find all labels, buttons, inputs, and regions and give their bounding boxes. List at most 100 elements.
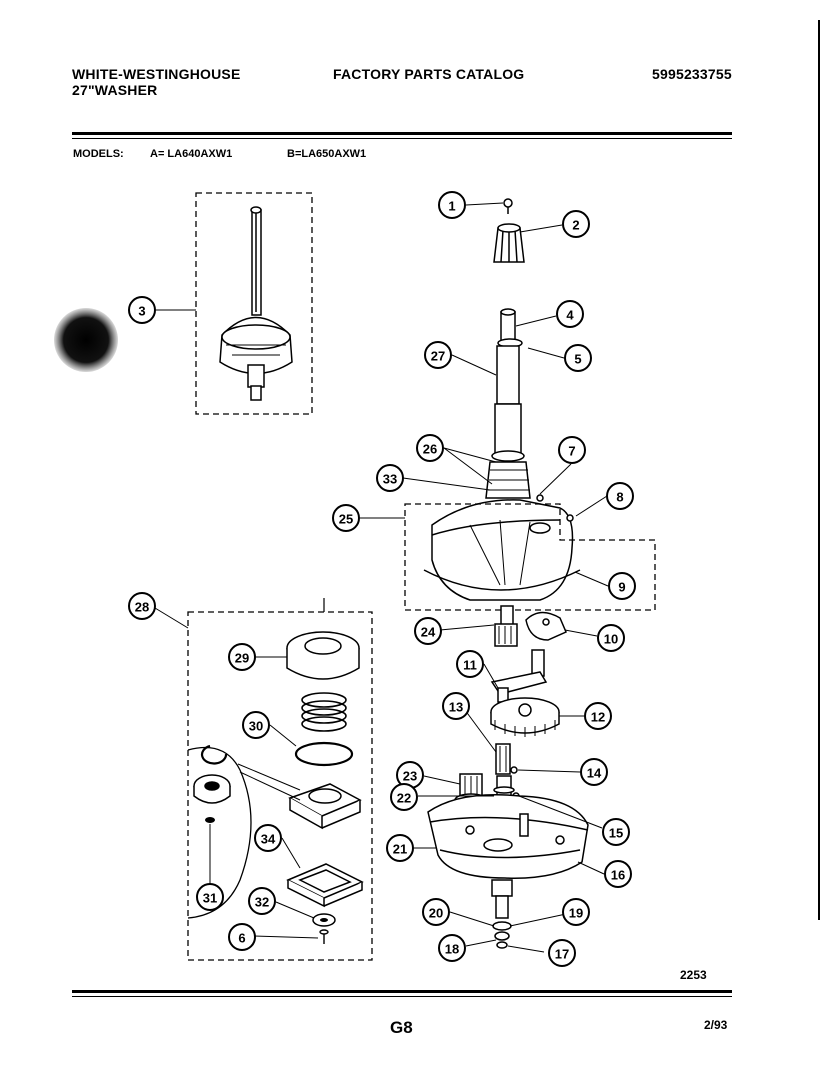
snap-ring — [200, 744, 228, 765]
footer-rule-thin — [72, 996, 732, 997]
model-a: A= LA640AXW1 — [150, 148, 233, 160]
ink-blot — [54, 308, 118, 372]
footer-rule-thick — [72, 990, 732, 993]
callout-label: 25 — [339, 512, 353, 527]
part6-screw — [319, 929, 329, 944]
callout-label: 17 — [555, 947, 569, 962]
callout-label: 31 — [203, 891, 217, 906]
callout-label: 14 — [587, 766, 602, 781]
callout-16 — [604, 860, 632, 888]
callout-label: 9 — [618, 580, 625, 595]
callout-label: 3 — [138, 304, 145, 319]
part30-o-ring — [294, 741, 354, 767]
callout-28 — [128, 592, 156, 620]
transmission-shaft — [485, 308, 531, 499]
callout-3 — [128, 296, 156, 324]
magnified-inset — [187, 746, 252, 919]
part10-cam — [525, 611, 567, 641]
part16-gear-case — [427, 793, 589, 879]
callout-label: 26 — [423, 442, 437, 457]
callout-13 — [442, 692, 470, 720]
callout-label: 24 — [421, 625, 436, 640]
callout-label: 4 — [566, 308, 574, 323]
callout-10 — [597, 624, 625, 652]
callout-26 — [416, 434, 444, 462]
part29-ring — [286, 631, 360, 680]
callout-33 — [376, 464, 404, 492]
part13-pinion — [495, 743, 511, 775]
callout-14 — [580, 758, 608, 786]
callout-label: 7 — [568, 444, 575, 459]
callout-17 — [548, 939, 576, 967]
leader-lines — [154, 202, 609, 953]
models-label: MODELS: — [73, 148, 124, 160]
callout-label: 11 — [463, 658, 477, 673]
callout-31 — [196, 883, 224, 911]
callout-24 — [414, 617, 442, 645]
part11-shift-lever — [490, 649, 548, 703]
part31-nut — [205, 817, 215, 823]
date-code: 2/93 — [704, 1018, 728, 1032]
callout-label: 6 — [238, 931, 245, 946]
part3-frame — [195, 192, 313, 415]
part28-spring — [301, 692, 347, 732]
callout-label: 12 — [591, 710, 605, 725]
callout-2 — [562, 210, 590, 238]
callout-6 — [228, 923, 256, 951]
callout-25 — [332, 504, 360, 532]
callout-label: 18 — [445, 942, 459, 957]
part1-screw — [503, 198, 513, 214]
callout-label: 27 — [431, 349, 445, 364]
callouts — [128, 191, 636, 967]
callout-1 — [438, 191, 466, 219]
callout-label: 22 — [397, 791, 411, 806]
header-rule-thin — [72, 138, 732, 139]
part3-assembly — [219, 206, 293, 401]
callout-label: 8 — [616, 490, 623, 505]
callout-label: 28 — [135, 600, 149, 615]
part28-seal-block — [288, 783, 362, 830]
callout-21 — [386, 834, 414, 862]
inset-bearing — [193, 774, 231, 804]
callout-34 — [254, 824, 282, 852]
callout-5 — [564, 344, 592, 372]
header-rule-thick — [72, 132, 732, 135]
callout-label: 23 — [403, 769, 417, 784]
page-code: G8 — [390, 1018, 413, 1037]
callout-label: 34 — [261, 832, 276, 847]
callout-label: 21 — [393, 842, 407, 857]
figure-number: 2253 — [680, 968, 707, 982]
callout-29 — [228, 643, 256, 671]
callout-32 — [248, 887, 276, 915]
part2-coupling — [493, 223, 525, 263]
callout-labels: 1 2 3 4 5 27 26 7 33 8 25 9 28 24 10 29 … — [135, 199, 626, 962]
part12-main-gear — [490, 697, 560, 737]
callout-label: 15 — [609, 826, 623, 841]
callout-15 — [602, 818, 630, 846]
callout-label: 32 — [255, 895, 269, 910]
catalog-title: FACTORY PARTS CATALOG — [333, 66, 525, 82]
part24-pinion — [494, 605, 518, 647]
parts17-20-bottom-hardware — [491, 879, 513, 949]
gear-housing-cover — [423, 494, 581, 601]
product-title: 27"WASHER — [72, 82, 158, 98]
callout-9 — [608, 572, 636, 600]
callout-8 — [606, 482, 634, 510]
callout-label: 10 — [604, 632, 618, 647]
brand-title: WHITE-WESTINGHOUSE — [72, 66, 241, 82]
callout-19 — [562, 898, 590, 926]
callout-label: 19 — [569, 906, 583, 921]
callout-label: 33 — [383, 472, 397, 487]
callout-12 — [584, 702, 612, 730]
part25-frame — [404, 503, 656, 611]
callout-7 — [558, 436, 586, 464]
scan-edge-line — [818, 20, 820, 920]
callout-11 — [456, 650, 484, 678]
callout-label: 1 — [448, 199, 455, 214]
callout-label: 16 — [611, 868, 625, 883]
callout-label: 13 — [449, 700, 463, 715]
callout-22 — [390, 783, 418, 811]
callout-label: 2 — [572, 218, 579, 233]
callout-label: 5 — [574, 352, 581, 367]
